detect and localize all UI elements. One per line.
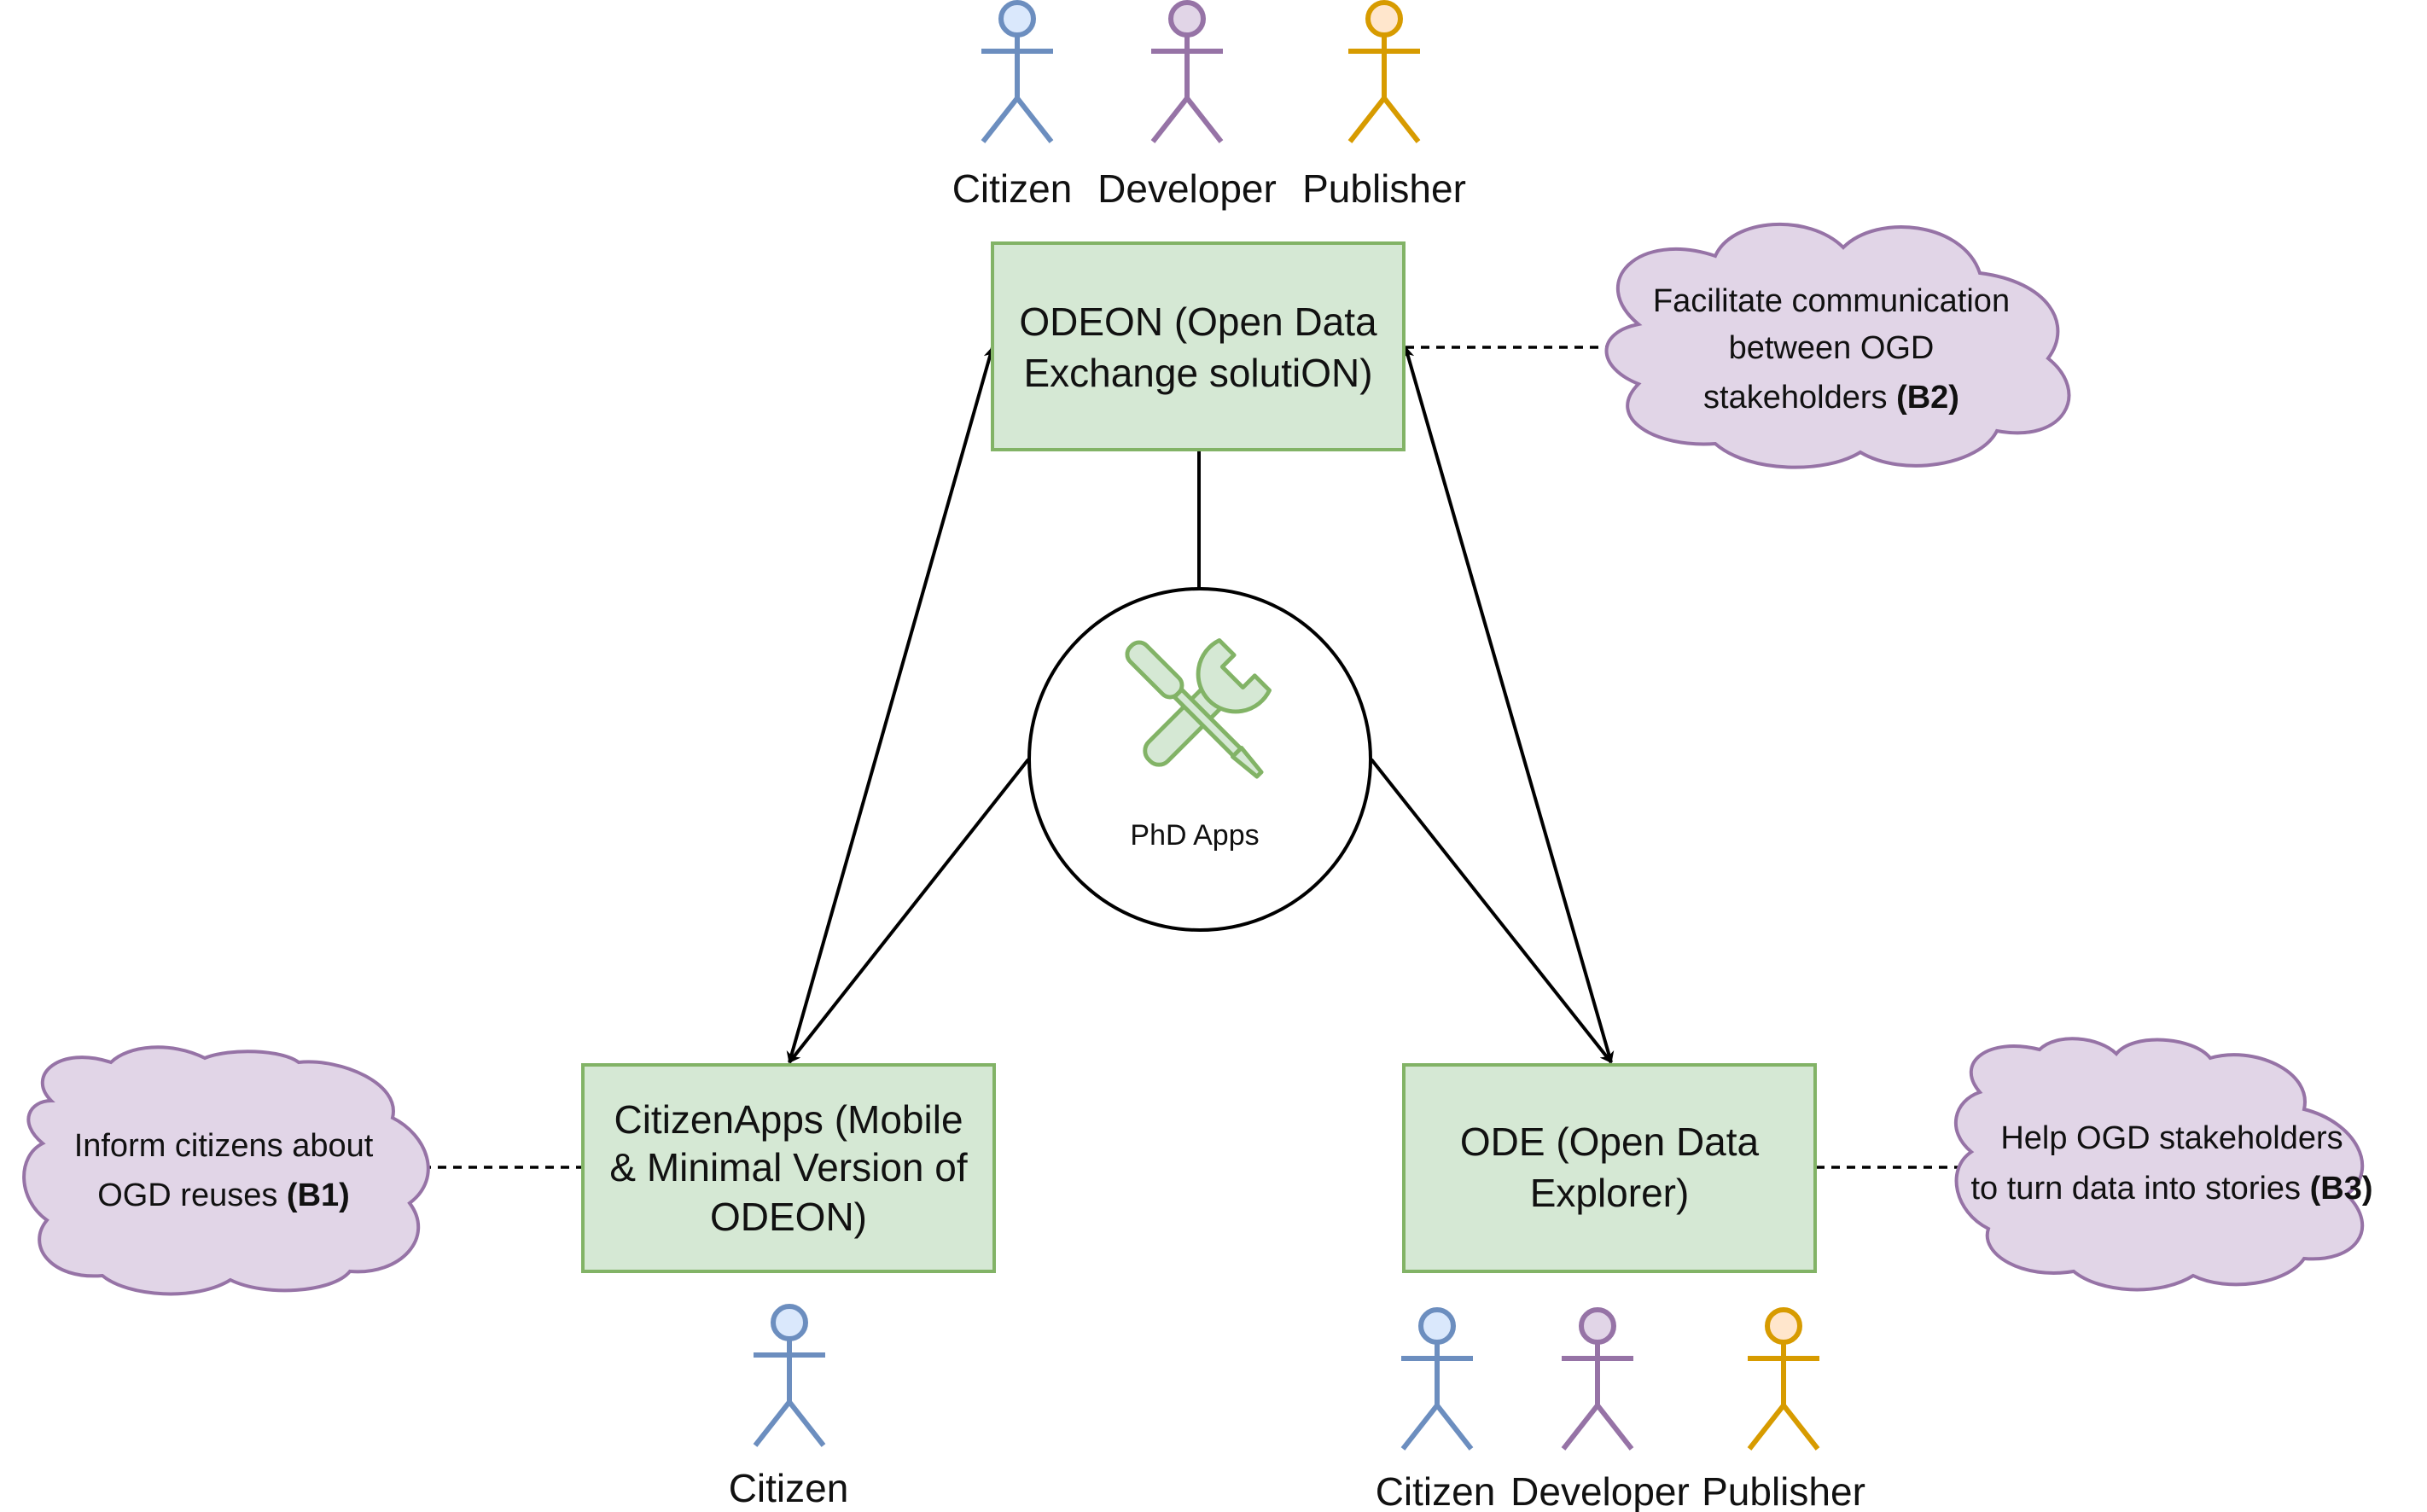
top-actor-label: Developer (1097, 166, 1277, 211)
ode-actor-label: Citizen (1376, 1469, 1496, 1512)
citizenapps-actors: Citizen (729, 1306, 849, 1510)
ode-actor-label: Developer (1510, 1469, 1690, 1512)
b1-line-2: OGD reuses (B1) (97, 1178, 350, 1213)
tools-icon (1125, 638, 1272, 779)
b1-tag: (B1) (287, 1178, 350, 1213)
actor-citizen-icon (1401, 1310, 1473, 1449)
citizenapps-line-1: CitizenApps (Mobile (614, 1097, 963, 1142)
center-to-citizenapps-arrow (788, 758, 1030, 1064)
b2-line-2: between OGD (1729, 330, 1935, 366)
b2-line-3: stakeholders (B2) (1703, 380, 1959, 416)
actor-developer-icon (1562, 1310, 1633, 1449)
phd-apps-label: PhD Apps (1130, 819, 1259, 852)
b1-line-1: Inform citizens about (74, 1128, 374, 1164)
ode-actor-label: Publisher (1702, 1469, 1865, 1512)
cloud-b1: Inform citizens about OGD reuses (B1) (22, 1045, 430, 1296)
b3-tag: (B3) (2310, 1171, 2373, 1207)
odeon-line-1: ODEON (Open Data (1019, 299, 1377, 344)
actor-publisher-icon (1348, 3, 1420, 142)
ode-actors: Citizen Developer Publisher (1376, 1310, 1865, 1512)
citizenapps-line-2: & Minimal Version of (609, 1145, 967, 1189)
odeon-citizenapps-double-arrow (786, 346, 996, 1064)
odeon-ode-double-arrow (1402, 346, 1615, 1064)
cloud-b3: Help OGD stakeholders to turn data into … (1954, 1037, 2373, 1292)
b3-line-1: Help OGD stakeholders (2000, 1120, 2343, 1156)
phd-apps-node: PhD Apps (1027, 587, 1372, 932)
center-to-ode-arrow (1370, 758, 1613, 1064)
top-actor-label: Publisher (1302, 166, 1466, 211)
citizenapps-box: CitizenApps (Mobile & Minimal Version of… (581, 1063, 996, 1273)
top-actor-label: Citizen (952, 166, 1073, 211)
cloud-b2: Facilitate communication between OGD sta… (1604, 222, 2071, 469)
b3-line-2: to turn data into stories (B3) (1971, 1171, 2373, 1207)
b2-tag: (B2) (1896, 380, 1959, 416)
connectors (786, 346, 1615, 1064)
ode-line-1: ODE (Open Data (1460, 1119, 1760, 1164)
odeon-box: ODEON (Open Data Exchange solutiON) (991, 241, 1406, 451)
top-actors: Citizen Developer Publisher (952, 3, 1466, 211)
b2-line-1: Facilitate communication (1653, 283, 2010, 319)
citizenapps-line-3: ODEON) (710, 1195, 867, 1239)
actor-publisher-icon (1748, 1310, 1819, 1449)
citizenapps-actor-label: Citizen (729, 1466, 849, 1510)
actor-citizen-icon (754, 1306, 825, 1445)
odeon-line-2: Exchange solutiON) (1023, 351, 1372, 395)
ode-line-2: Explorer) (1530, 1171, 1690, 1215)
actor-citizen-icon (981, 3, 1053, 142)
ode-box: ODE (Open Data Explorer) (1402, 1063, 1817, 1273)
actor-developer-icon (1151, 3, 1223, 142)
